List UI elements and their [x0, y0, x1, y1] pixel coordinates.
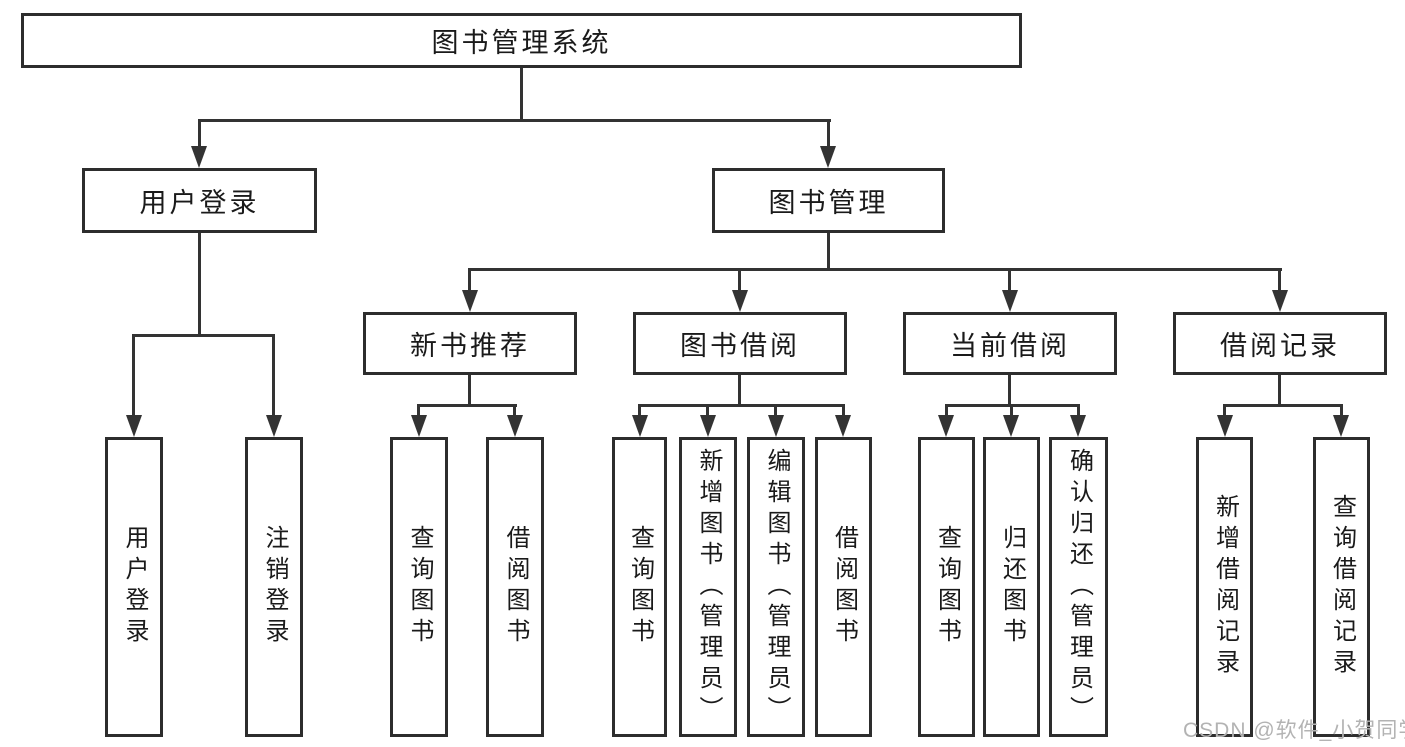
connector-section-stem: [468, 375, 471, 407]
arrowhead-down-icon: [266, 415, 282, 437]
node-new-book-recommend-label: 新书推荐: [410, 331, 530, 361]
node-new-book-recommend: 新书推荐: [363, 312, 577, 375]
leaf-label: 编辑图书（管理员）: [763, 447, 790, 727]
node-root: 图书管理系统: [21, 13, 1022, 68]
leaf-add-books-admin: 新增图书（管理员）: [679, 437, 737, 737]
connector-user-login-stem: [198, 233, 201, 337]
connector-leaf-rail: [417, 404, 517, 407]
arrowhead-down-icon: [1002, 290, 1018, 312]
arrowhead-down-icon: [1070, 415, 1086, 437]
leaf-edit-books-admin: 编辑图书（管理员）: [747, 437, 805, 737]
connector-section-stem: [1008, 375, 1011, 407]
node-current-borrow: 当前借阅: [903, 312, 1117, 375]
connector-drop-user-login: [198, 119, 201, 151]
leaf-borrow-books: 借阅图书: [486, 437, 544, 737]
leaf-add-borrow-record: 新增借阅记录: [1196, 437, 1253, 737]
leaf-query-books: 查询图书: [612, 437, 667, 737]
node-root-label: 图书管理系统: [431, 28, 612, 58]
connector-drop-leaf: [1340, 404, 1343, 418]
connector-drop-leaf: [417, 404, 420, 418]
leaf-return-books: 归还图书: [983, 437, 1040, 737]
leaf-confirm-return-admin: 确认归还（管理员）: [1049, 437, 1108, 737]
arrowhead-down-icon: [820, 146, 836, 168]
node-book-borrow-label: 图书借阅: [680, 331, 800, 361]
node-book-management: 图书管理: [712, 168, 945, 233]
leaf-label: 查询图书: [406, 525, 433, 649]
leaf-logout: 注销登录: [245, 437, 303, 737]
connector-drop-leaf: [945, 404, 948, 418]
leaf-label: 查询图书: [626, 525, 654, 649]
arrowhead-down-icon: [126, 415, 142, 437]
connector-user-login-rail: [132, 334, 275, 337]
node-book-borrow: 图书借阅: [633, 312, 847, 375]
arrowhead-down-icon: [507, 415, 523, 437]
connector-drop-leaf: [842, 404, 845, 418]
leaf-label: 查询借阅记录: [1328, 494, 1356, 680]
node-borrow-records-label: 借阅记录: [1220, 331, 1340, 361]
connector-drop-leaf: [1010, 404, 1013, 418]
connector-drop-leaf: [638, 404, 641, 418]
node-user-login-label: 用户登录: [139, 188, 260, 218]
connector-section-stem: [738, 375, 741, 407]
leaf-label: 用户登录: [121, 525, 148, 649]
arrowhead-down-icon: [768, 415, 784, 437]
leaf-label: 确认归还（管理员）: [1065, 447, 1093, 727]
arrowhead-down-icon: [191, 146, 207, 168]
leaf-query-books: 查询图书: [918, 437, 975, 737]
watermark: CSDN @软件_小贺同学: [1183, 719, 1405, 742]
arrowhead-down-icon: [938, 415, 954, 437]
connector-drop-leaf: [1077, 404, 1080, 418]
leaf-query-books: 查询图书: [390, 437, 448, 737]
leaf-label: 查询图书: [933, 525, 961, 649]
connector-drop-leaf: [272, 334, 275, 419]
connector-root-rail: [198, 119, 831, 122]
node-borrow-records: 借阅记录: [1173, 312, 1387, 375]
leaf-label: 注销登录: [261, 525, 288, 649]
leaf-label: 新增图书（管理员）: [695, 447, 722, 727]
connector-leaf-rail: [638, 404, 845, 407]
connector-drop-leaf: [1223, 404, 1226, 418]
arrowhead-down-icon: [732, 290, 748, 312]
connector-drop-leaf: [513, 404, 516, 418]
connector-section-stem: [1278, 375, 1281, 407]
leaf-label: 借阅图书: [502, 525, 529, 649]
arrowhead-down-icon: [411, 415, 427, 437]
connector-root-stem: [520, 68, 523, 122]
leaf-borrow-books: 借阅图书: [815, 437, 872, 737]
arrowhead-down-icon: [632, 415, 648, 437]
connector-drop-section: [1008, 268, 1011, 294]
connector-book-management-stem: [827, 233, 830, 271]
arrowhead-down-icon: [835, 415, 851, 437]
node-current-borrow-label: 当前借阅: [950, 331, 1070, 361]
connector-drop-leaf: [706, 404, 709, 418]
node-user-login: 用户登录: [82, 168, 317, 233]
connector-drop-section: [1278, 268, 1281, 294]
node-book-management-label: 图书管理: [768, 188, 889, 218]
arrowhead-down-icon: [1217, 415, 1233, 437]
leaf-query-borrow-record: 查询借阅记录: [1313, 437, 1370, 737]
leaf-label: 归还图书: [998, 525, 1026, 649]
arrowhead-down-icon: [462, 290, 478, 312]
connector-drop-leaf: [132, 334, 135, 419]
arrowhead-down-icon: [700, 415, 716, 437]
arrowhead-down-icon: [1333, 415, 1349, 437]
connector-drop-leaf: [774, 404, 777, 418]
arrowhead-down-icon: [1003, 415, 1019, 437]
connector-book-management-rail: [468, 268, 1282, 271]
leaf-user-login: 用户登录: [105, 437, 163, 737]
connector-drop-section: [738, 268, 741, 294]
arrowhead-down-icon: [1272, 290, 1288, 312]
leaf-label: 新增借阅记录: [1211, 494, 1239, 680]
leaf-label: 借阅图书: [830, 525, 858, 649]
connector-leaf-rail: [1223, 404, 1343, 407]
connector-drop-section: [468, 268, 471, 294]
connector-drop-book-management: [827, 119, 830, 151]
